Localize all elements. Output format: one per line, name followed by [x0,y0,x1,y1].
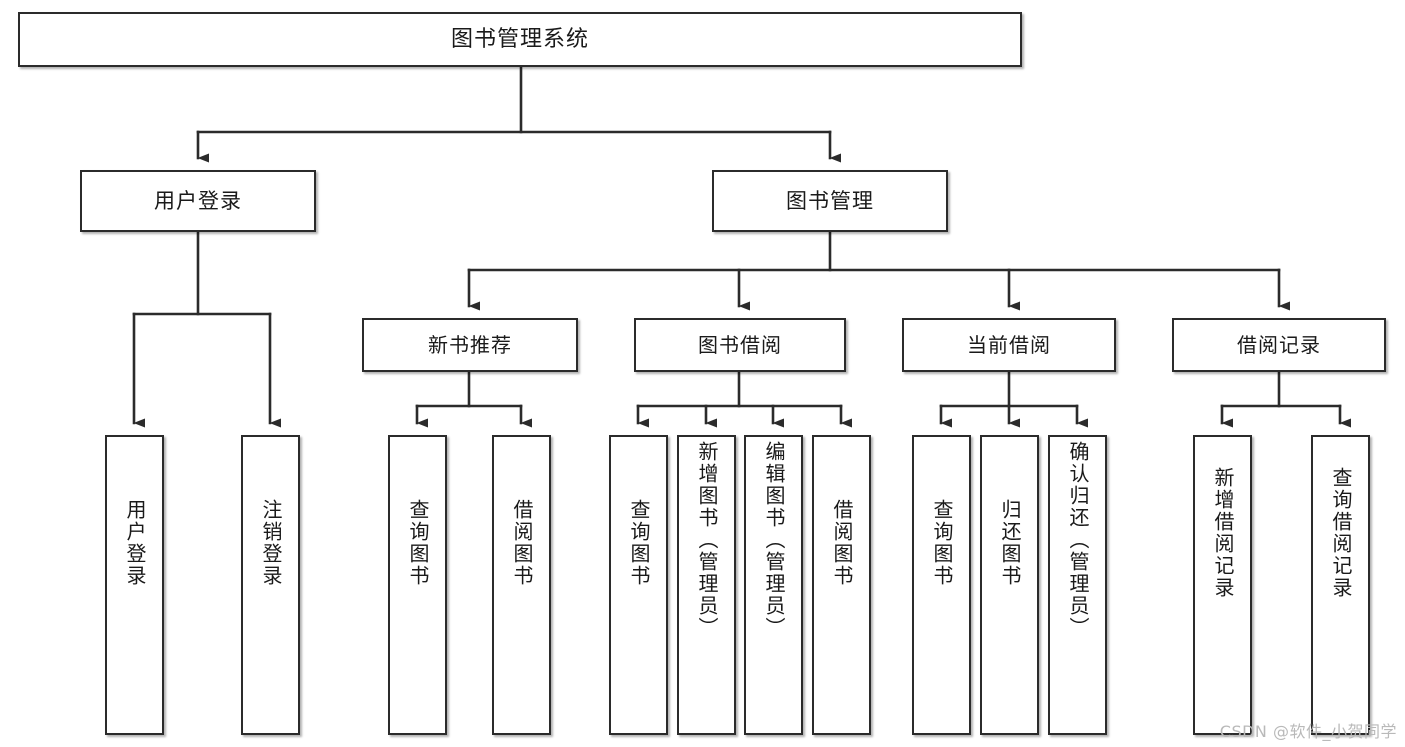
node-leaf-add-book[interactable]: 新增图书（管理员） [677,435,736,735]
node-label: 新增图书（管理员） [695,441,719,639]
node-new-book-recommend[interactable]: 新书推荐 [362,318,578,372]
node-leaf-edit-book[interactable]: 编辑图书（管理员） [744,435,803,735]
node-label: 查询图书 [627,499,651,587]
node-leaf-user-logout[interactable]: 注销登录 [241,435,300,735]
node-label: 图书管理系统 [450,26,589,52]
node-label: 用户登录 [154,188,242,213]
node-leaf-confirm-return[interactable]: 确认归还（管理员） [1048,435,1107,735]
node-book-borrow[interactable]: 图书借阅 [634,318,846,372]
node-leaf-query-book-borrow[interactable]: 查询图书 [609,435,668,735]
node-leaf-return-book[interactable]: 归还图书 [980,435,1039,735]
node-leaf-borrow-book[interactable]: 借阅图书 [812,435,871,735]
node-borrow-record[interactable]: 借阅记录 [1172,318,1386,372]
node-label: 当前借阅 [967,332,1051,357]
node-root-book-management-system[interactable]: 图书管理系统 [18,12,1022,67]
node-leaf-user-login[interactable]: 用户登录 [105,435,164,735]
node-label: 确认归还（管理员） [1066,441,1090,639]
node-leaf-borrow-book-recommend[interactable]: 借阅图书 [492,435,551,735]
node-book-manage[interactable]: 图书管理 [712,170,948,232]
watermark: CSDN @软件_小贺同学 [1219,722,1397,741]
node-label: 借阅图书 [510,499,534,587]
node-user-login[interactable]: 用户登录 [80,170,316,232]
node-label: 图书借阅 [698,332,782,357]
node-label: 图书管理 [786,188,874,213]
node-label: 归还图书 [998,499,1022,587]
node-leaf-query-borrow-record[interactable]: 查询借阅记录 [1311,435,1370,735]
node-label: 用户登录 [123,499,147,587]
node-current-borrow[interactable]: 当前借阅 [902,318,1116,372]
node-label: 查询借阅记录 [1329,467,1353,599]
node-leaf-query-book-recommend[interactable]: 查询图书 [388,435,447,735]
node-label: 注销登录 [259,499,283,587]
node-label: 借阅图书 [830,499,854,587]
node-label: 借阅记录 [1237,332,1321,357]
node-leaf-add-borrow-record[interactable]: 新增借阅记录 [1193,435,1252,735]
node-label: 查询图书 [930,499,954,587]
node-label: 编辑图书（管理员） [762,441,786,639]
node-label: 新增借阅记录 [1211,467,1235,599]
node-label: 查询图书 [406,499,430,587]
node-label: 新书推荐 [428,332,512,357]
node-leaf-query-book-current[interactable]: 查询图书 [912,435,971,735]
